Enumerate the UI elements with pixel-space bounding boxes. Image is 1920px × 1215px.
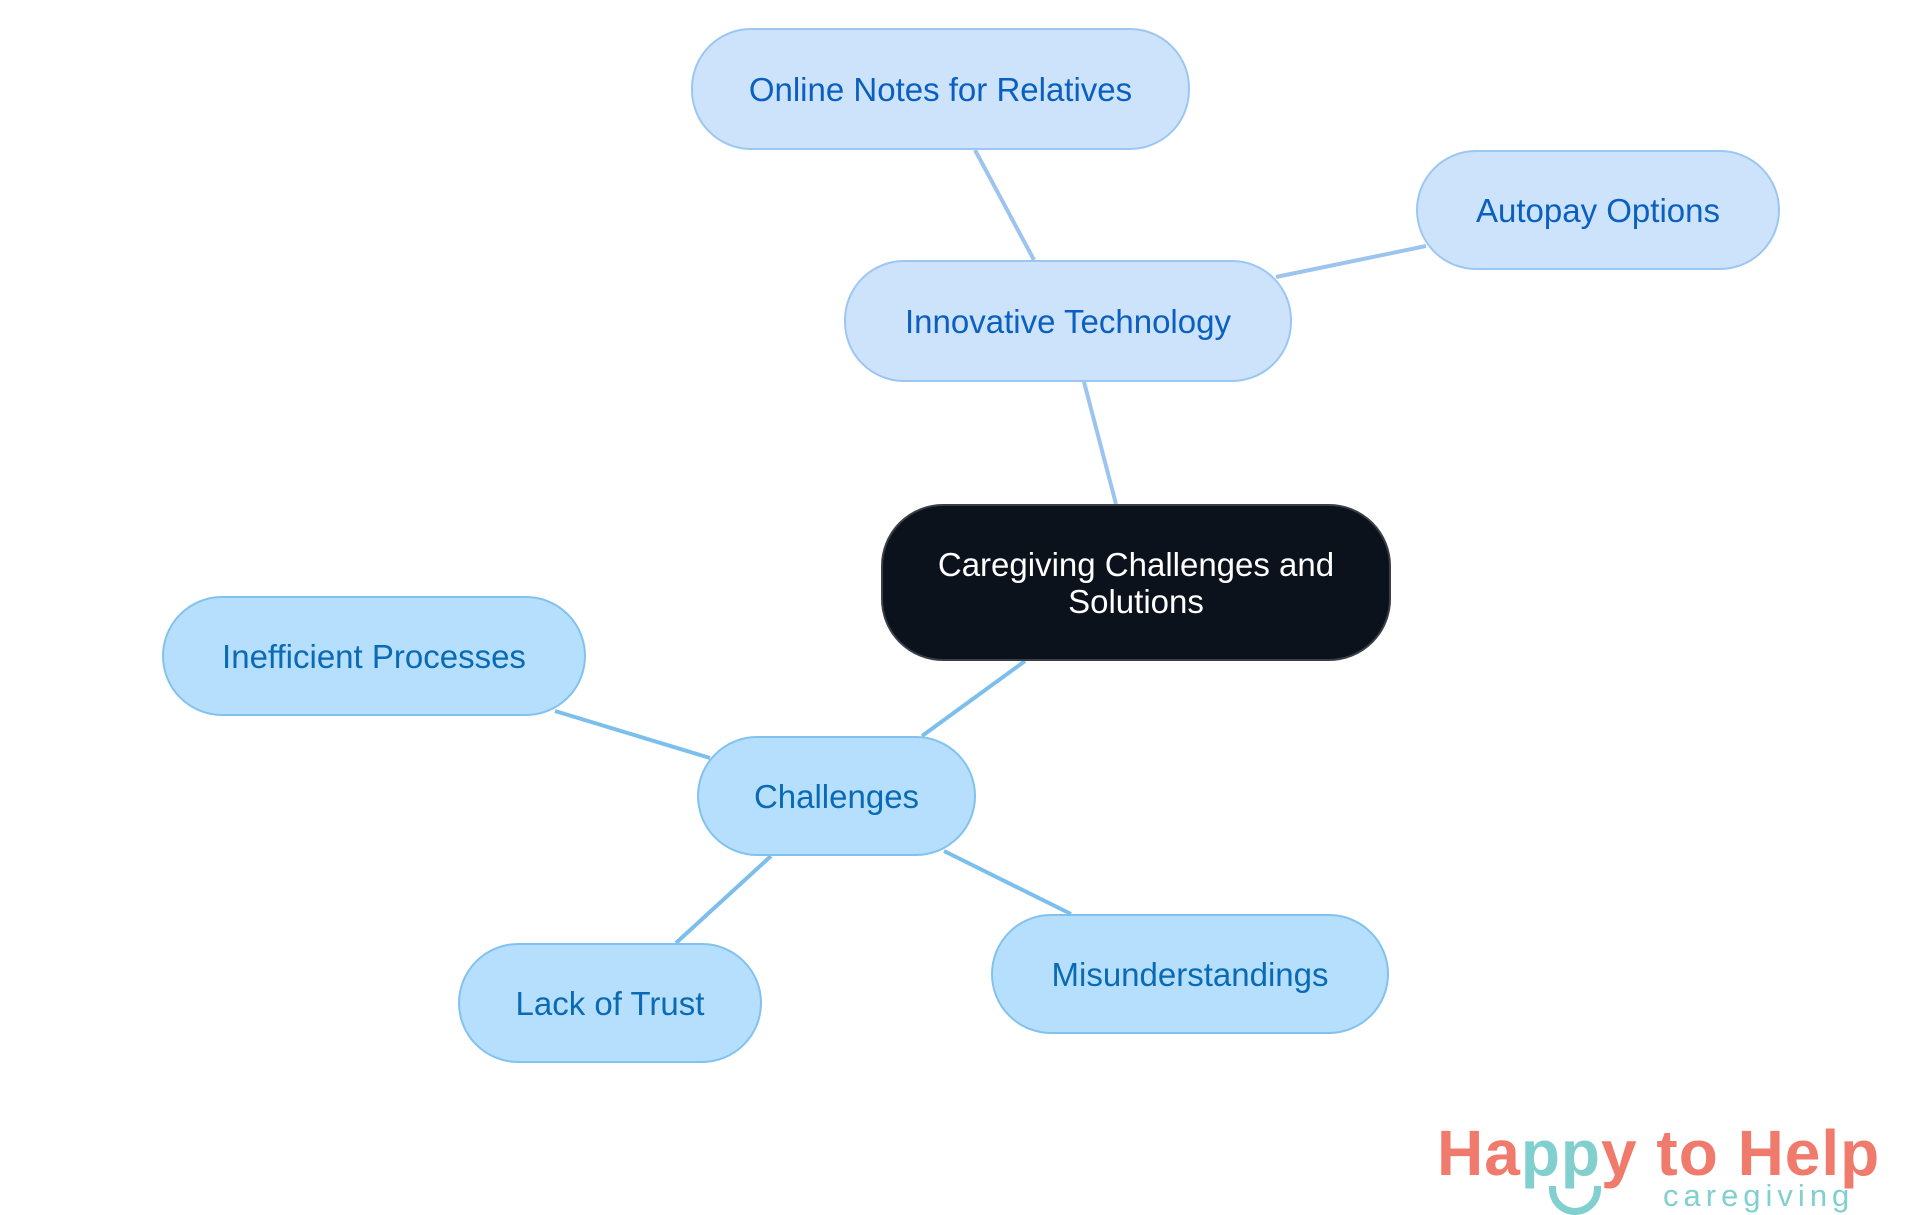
node-label: Online Notes for Relatives <box>748 70 1133 108</box>
logo-tagline: caregiving <box>1663 1178 1855 1213</box>
root-node-label: Caregiving Challenges and Solutions <box>937 545 1335 620</box>
node-inefficient-processes[interactable]: Inefficient Processes <box>162 596 586 716</box>
edge-root-challenges <box>920 659 1027 738</box>
edge-tech-notes <box>973 149 1036 261</box>
node-label: Innovative Technology <box>905 302 1231 340</box>
node-label: Lack of Trust <box>515 984 705 1022</box>
node-label: Misunderstandings <box>1051 955 1329 993</box>
node-autopay-options[interactable]: Autopay Options <box>1416 150 1780 270</box>
node-misunderstandings[interactable]: Misunderstandings <box>991 914 1389 1034</box>
edge-challenges-inefficient <box>554 709 711 760</box>
edge-tech-autopay <box>1275 244 1427 279</box>
edge-challenges-misunderstandings <box>943 849 1072 916</box>
node-lack-of-trust[interactable]: Lack of Trust <box>458 943 762 1063</box>
node-label: Inefficient Processes <box>222 637 526 675</box>
edge-challenges-trust <box>674 854 773 945</box>
edge-root-tech <box>1082 381 1118 505</box>
node-label: Challenges <box>753 777 920 815</box>
smile-icon <box>1549 1186 1601 1215</box>
brand-logo: Happy to Help caregiving <box>1437 1118 1897 1215</box>
node-innovative-technology[interactable]: Innovative Technology <box>844 260 1292 382</box>
root-node[interactable]: Caregiving Challenges and Solutions <box>881 504 1391 661</box>
logo-wordmark: Happy to Help <box>1437 1117 1881 1189</box>
node-label: Autopay Options <box>1476 191 1720 229</box>
node-online-notes[interactable]: Online Notes for Relatives <box>691 28 1190 150</box>
node-challenges[interactable]: Challenges <box>697 736 976 856</box>
